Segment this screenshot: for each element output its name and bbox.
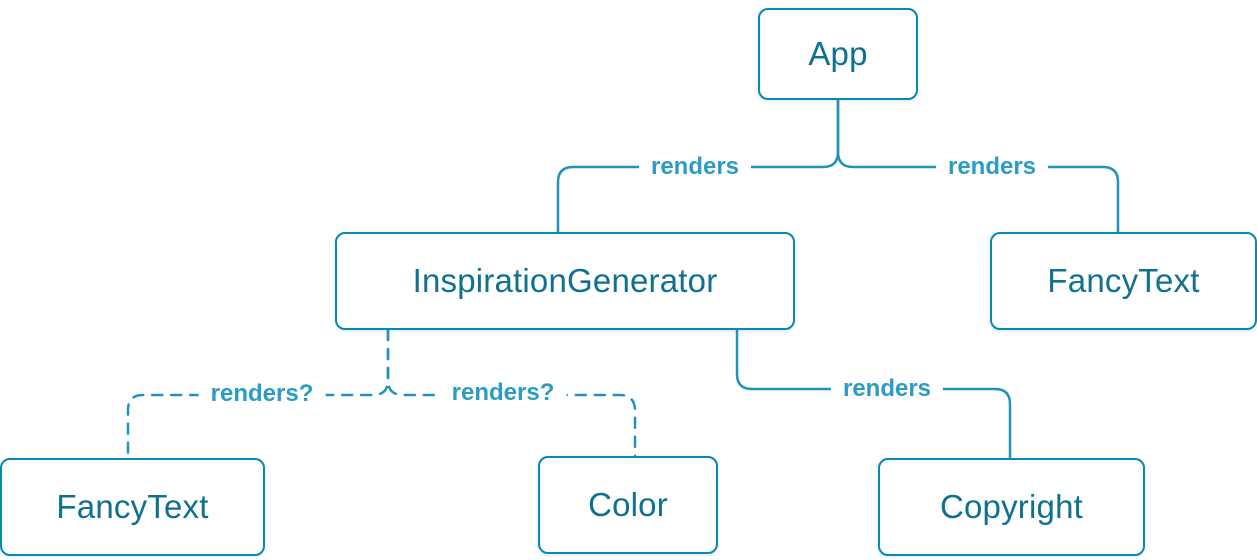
node-fancytext-bottom-label: FancyText <box>56 488 209 525</box>
node-app-label: App <box>808 35 868 72</box>
node-copyright: Copyright <box>878 458 1145 556</box>
edge-label-inspirationgenerator-copyright: renders <box>830 375 944 403</box>
node-inspiration-generator-label: InspirationGenerator <box>412 262 718 299</box>
edge-label-inspirationgenerator-color: renders? <box>439 379 567 407</box>
edge-label-app-inspirationgenerator: renders <box>638 153 752 181</box>
node-fancytext-top-label: FancyText <box>1047 262 1200 299</box>
node-fancytext-top: FancyText <box>990 232 1257 330</box>
node-inspiration-generator: InspirationGenerator <box>335 232 795 330</box>
node-color-label: Color <box>588 486 668 523</box>
node-copyright-label: Copyright <box>939 488 1084 525</box>
edge-label-inspirationgenerator-fancytext: renders? <box>198 380 326 408</box>
node-fancytext-bottom: FancyText <box>0 458 265 556</box>
edge-label-app-fancytext: renders <box>935 153 1049 181</box>
node-color: Color <box>538 456 718 554</box>
node-app: App <box>758 8 918 100</box>
